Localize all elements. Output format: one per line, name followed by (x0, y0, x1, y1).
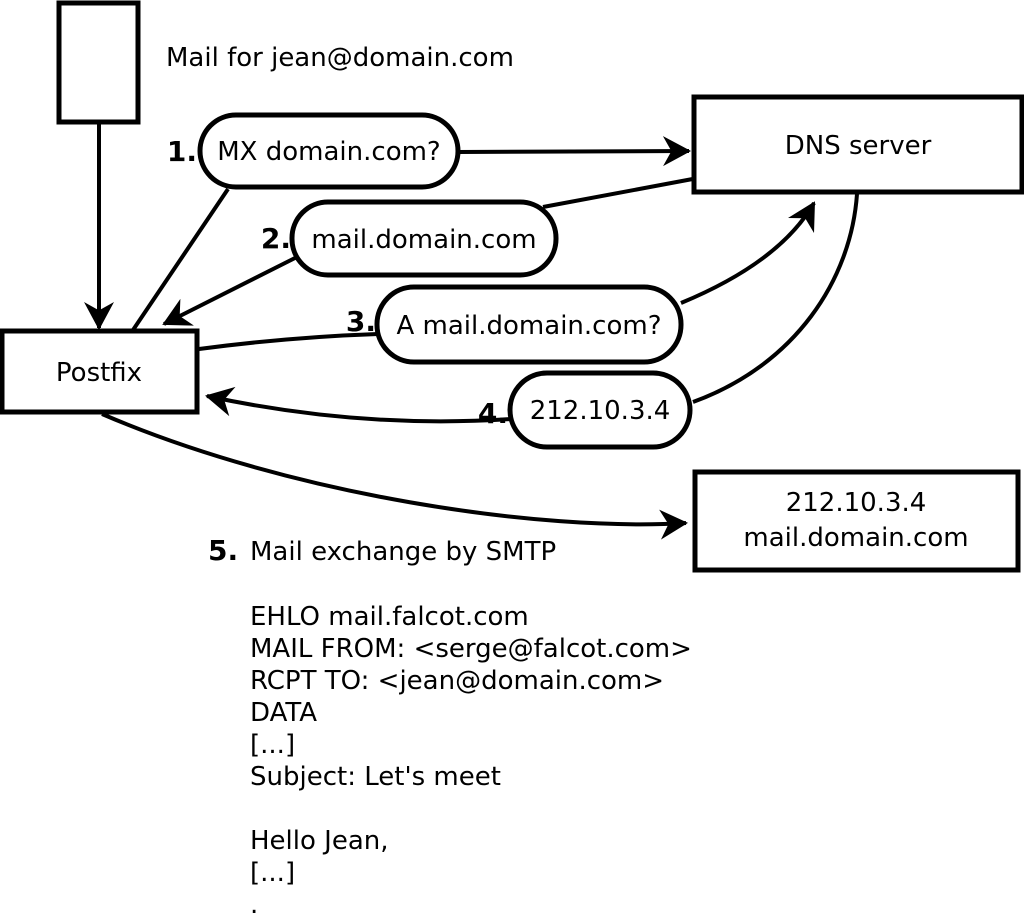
step5-label: Mail exchange by SMTP (250, 537, 556, 567)
smtp-line: EHLO mail.falcot.com (250, 602, 529, 632)
query3-label: A mail.domain.com? (397, 311, 662, 341)
smtp-line: [...] (250, 858, 295, 888)
reply4-label: 212.10.3.4 (530, 396, 671, 426)
query3-pill (374, 284, 684, 365)
mail-server-ip: 212.10.3.4 (786, 488, 927, 518)
incoming-mail-box (56, 0, 141, 125)
reply2-label: mail.domain.com (311, 225, 536, 255)
step3-number: 3. (346, 305, 376, 338)
query1-pill (197, 112, 461, 190)
step2-number: 2. (261, 222, 291, 255)
smtp-line: Hello Jean, (250, 826, 389, 856)
arrow-query3-to-dns (680, 201, 816, 305)
postfix-box (0, 328, 200, 415)
step5-number: 5. (208, 534, 238, 567)
step4-number: 4. (478, 397, 508, 430)
smtp-line: . (250, 890, 258, 919)
mail-server-hostname: mail.domain.com (743, 523, 968, 553)
reply2-pill (289, 199, 559, 278)
smtp-line: [...] (250, 730, 295, 760)
dns-server-label: DNS server (785, 131, 932, 161)
arrow-query1-to-dns (457, 136, 691, 167)
smtp-transcript: EHLO mail.falcot.com MAIL FROM: <serge@f… (250, 602, 692, 919)
mail-server-box (692, 469, 1021, 573)
edge-postfix-to-query3 (198, 332, 379, 351)
smtp-line: DATA (250, 698, 317, 728)
edge-dns-to-reply4 (692, 193, 859, 404)
arrow-reply4-to-postfix (205, 386, 512, 424)
smtp-line: MAIL FROM: <serge@falcot.com> (250, 634, 692, 664)
arrow-reply2-to-postfix (162, 256, 296, 326)
arrow-smtp-postfix-to-mailserver (101, 412, 688, 540)
postfix-label: Postfix (56, 358, 142, 388)
step1-number: 1. (167, 135, 197, 168)
query1-label: MX domain.com? (217, 137, 440, 167)
smtp-line: Subject: Let's meet (250, 762, 501, 792)
smtp-line: RCPT TO: <jean@domain.com> (250, 666, 664, 696)
diagram-title: Mail for jean@domain.com (166, 43, 514, 73)
reply4-pill (507, 370, 693, 450)
edge-postfix-to-query1 (131, 187, 230, 332)
edge-dns-to-reply2 (542, 176, 699, 209)
dns-server-box (691, 94, 1024, 195)
